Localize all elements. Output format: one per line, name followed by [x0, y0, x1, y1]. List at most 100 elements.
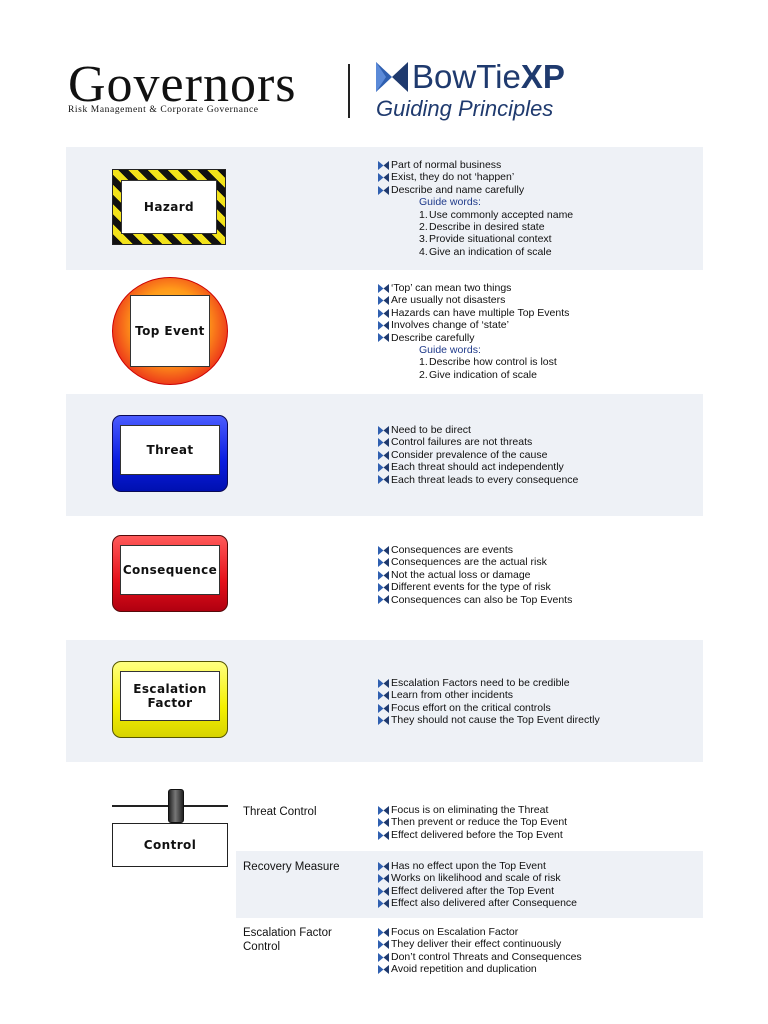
bowtie-bullet-icon [378, 450, 389, 460]
threat-symbol: Threat [112, 415, 228, 492]
bowtie-bullet-icon [378, 886, 389, 896]
list-item: Involves change of ‘state’ [378, 319, 569, 331]
bowtie-bullet-icon [378, 462, 389, 472]
bowtie-bullet-icon [378, 333, 389, 343]
list-item: Effect delivered before the Top Event [378, 829, 567, 841]
bowtie-bullet-icon [378, 308, 389, 318]
list-item: Focus on Escalation Factor [378, 926, 582, 938]
hazard-label: Hazard [121, 180, 217, 234]
bowtie-bullet-icon [378, 678, 389, 688]
list-item: Not the actual loss or damage [378, 569, 572, 581]
consequence-list: Consequences are events Consequences are… [378, 544, 572, 606]
list-item: Focus is on eliminating the Threat [378, 804, 567, 816]
guide-item: 1.Describe how control is lost [419, 356, 557, 369]
list-item: Exist, they do not ‘happen’ [378, 171, 573, 183]
list-item: They should not cause the Top Event dire… [378, 714, 600, 726]
bowtie-bullet-icon [378, 185, 389, 195]
guide-item: 2.Describe in desired state [419, 221, 545, 234]
hazard-symbol: Hazard [112, 169, 226, 245]
consequence-symbol: Consequence [112, 535, 228, 612]
bowtie-bullet-icon [378, 475, 389, 485]
bowtie-icon [376, 62, 408, 92]
bowtie-bullet-icon [378, 874, 389, 884]
bowtie-bullet-icon [378, 691, 389, 701]
bowtie-bullet-icon [378, 173, 389, 183]
bowtie-bullet-icon [378, 818, 389, 828]
bowtie-bullet-icon [378, 595, 389, 605]
bowtie-bullet-icon [378, 898, 389, 908]
guide-words-heading: Guide words: [419, 344, 481, 357]
list-item: Effect delivered after the Top Event [378, 885, 577, 897]
consequence-label: Consequence [120, 544, 220, 595]
bowtie-bullet-icon [378, 861, 389, 871]
top-event-label: Top Event [130, 295, 210, 367]
list-item: Different events for the type of risk [378, 581, 572, 593]
list-item: Effect also delivered after Consequence [378, 897, 577, 909]
list-item: Learn from other incidents [378, 689, 600, 701]
bowtie-logo: BowTieXP Guiding Principles [376, 58, 716, 124]
list-item: Describe and name carefully [378, 184, 573, 196]
threat-control-label: Threat Control [243, 806, 317, 818]
top-event-list: ‘Top’ can mean two things Are usually no… [378, 282, 569, 381]
guide-item: 3.Provide situational context [419, 233, 552, 246]
list-item: Each threat should act independently [378, 461, 578, 473]
list-item: Has no effect upon the Top Event [378, 860, 577, 872]
bowtie-bullet-icon [378, 940, 389, 950]
guide-words-heading: Guide words: [419, 196, 481, 209]
list-item: Avoid repetition and duplication [378, 963, 582, 975]
band-recovery [236, 851, 703, 918]
threat-list: Need to be direct Control failures are n… [378, 424, 578, 486]
guide-item: 2.Give indication of scale [419, 368, 537, 381]
list-item: Control failures are not threats [378, 436, 578, 448]
header-divider [348, 64, 350, 118]
governors-logo: Governors Risk Management & Corporate Go… [68, 58, 330, 120]
list-item: Consequences are the actual risk [378, 556, 572, 568]
list-item: Need to be direct [378, 424, 578, 436]
hazard-list: Part of normal business Exist, they do n… [378, 159, 573, 258]
bowtie-bullet-icon [378, 545, 389, 555]
bowtie-bullet-icon [378, 320, 389, 330]
list-item: They deliver their effect continuously [378, 938, 582, 950]
threat-control-list: Focus is on eliminating the Threat Then … [378, 804, 567, 841]
escalation-list: Escalation Factors need to be credible L… [378, 677, 600, 727]
recovery-measure-list: Has no effect upon the Top Event Works o… [378, 860, 577, 910]
threat-label: Threat [120, 424, 220, 475]
list-item: Describe carefully [378, 332, 569, 344]
list-item: Escalation Factors need to be credible [378, 677, 600, 689]
list-item: Works on likelihood and scale of risk [378, 872, 577, 884]
list-item: Then prevent or reduce the Top Event [378, 816, 567, 828]
list-item: Are usually not disasters [378, 294, 569, 306]
recovery-measure-label: Recovery Measure [243, 861, 340, 873]
bowtie-bullet-icon [378, 438, 389, 448]
bowtie-bullet-icon [378, 582, 389, 592]
bowtie-bullet-icon [378, 570, 389, 580]
list-item: Don’t control Threats and Consequences [378, 951, 582, 963]
guide-item: 1.Use commonly accepted name [419, 208, 574, 221]
list-item: Each threat leads to every consequence [378, 474, 578, 486]
escalation-factor-control-list: Focus on Escalation Factor They deliver … [378, 926, 582, 976]
bowtie-bullet-icon [378, 805, 389, 815]
list-item: Consequences can also be Top Events [378, 594, 572, 606]
bowtie-bullet-icon [378, 703, 389, 713]
list-item: ‘Top’ can mean two things [378, 282, 569, 294]
bowtie-bullet-icon [378, 964, 389, 974]
guide-item: 4.Give an indication of scale [419, 245, 552, 258]
bowtie-bullet-icon [378, 715, 389, 725]
bowtie-bullet-icon [378, 425, 389, 435]
bowtie-bullet-icon [378, 296, 389, 306]
bowtie-bullet-icon [378, 927, 389, 937]
top-event-symbol: Top Event [112, 277, 228, 385]
bowtie-bullet-icon [378, 952, 389, 962]
list-item: Part of normal business [378, 159, 573, 171]
governors-title: Governors [68, 56, 297, 113]
bowtie-subtitle: Guiding Principles [376, 96, 554, 121]
list-item: Consider prevalence of the cause [378, 449, 578, 461]
governors-subtitle: Risk Management & Corporate Governance [68, 105, 259, 115]
bowtie-name: BowTieXP [412, 58, 565, 95]
bowtie-bullet-icon [378, 160, 389, 170]
control-barrier-knob [168, 789, 184, 823]
control-label: Control [112, 823, 228, 867]
